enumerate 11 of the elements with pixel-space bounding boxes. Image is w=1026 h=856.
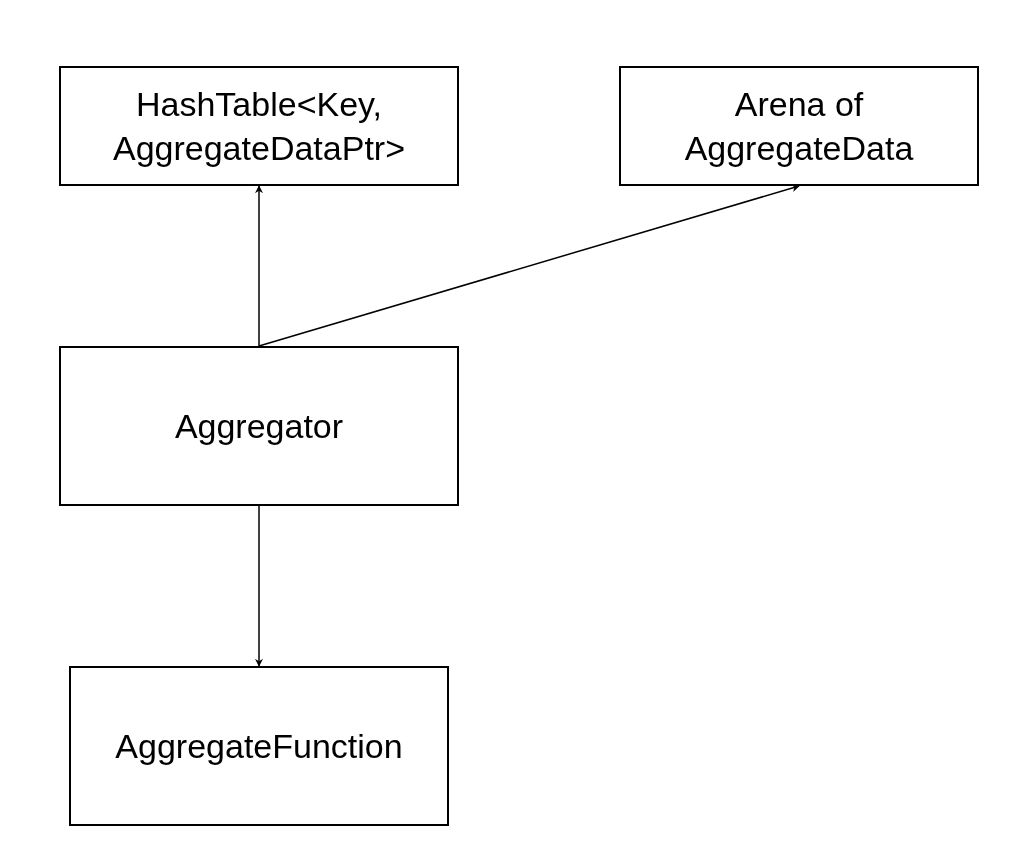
box-label: Aggregator xyxy=(174,405,344,447)
process-box xyxy=(619,66,979,186)
arrow xyxy=(255,185,263,347)
arrow xyxy=(258,184,800,347)
box-label: AggregateFunction xyxy=(115,725,403,767)
arrow xyxy=(255,505,263,667)
box-label: Arena of AggregateData xyxy=(683,83,915,169)
process-box xyxy=(69,666,449,826)
process-box xyxy=(59,346,459,506)
process-box xyxy=(59,66,459,186)
box-label: HashTable<Key, AggregateDataPtr> xyxy=(112,83,406,169)
